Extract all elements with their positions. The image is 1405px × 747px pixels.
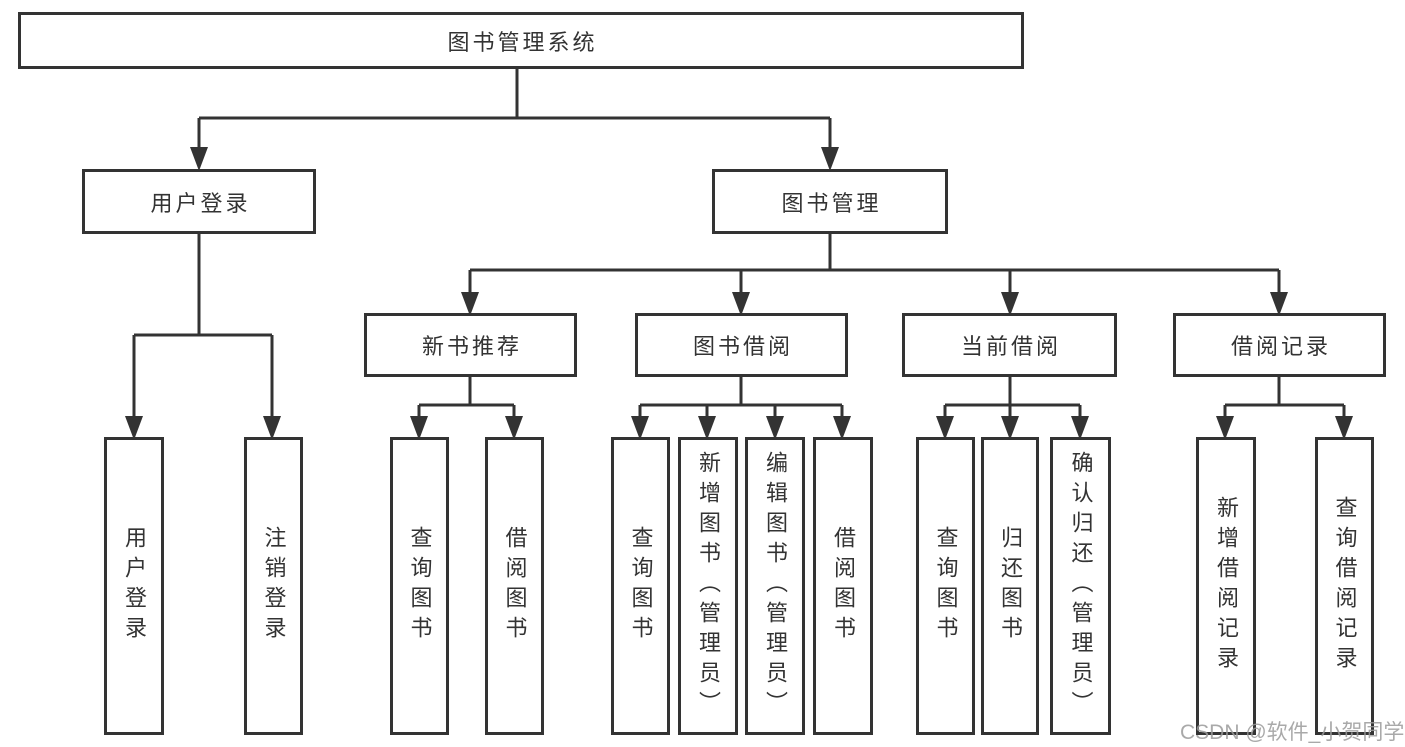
leaf-add-books-admin-label: 新增图书（管理员） bbox=[696, 451, 721, 721]
node-user-login-label: 用户登录 bbox=[150, 190, 251, 216]
leaf-add-borrow-record-label: 新增借阅记录 bbox=[1214, 496, 1239, 676]
leaf-logout: 注销登录 bbox=[244, 437, 303, 735]
connector-new-book-to-leaves bbox=[417, 377, 516, 419]
leaf-borrow-books-2: 借阅图书 bbox=[813, 437, 873, 735]
node-book-management-label: 图书管理 bbox=[781, 190, 882, 216]
leaf-return-books: 归还图书 bbox=[981, 437, 1039, 735]
arrowhead bbox=[821, 147, 839, 171]
connector-user-login-to-leaves bbox=[132, 233, 274, 419]
node-current-borrow-label: 当前借阅 bbox=[960, 334, 1061, 359]
leaf-query-books-2-label: 查询图书 bbox=[628, 526, 654, 646]
leaf-edit-books-admin: 编辑图书（管理员） bbox=[745, 437, 805, 735]
connector-book-management-to-sections bbox=[468, 233, 1281, 295]
leaf-borrow-books-1: 借阅图书 bbox=[485, 437, 544, 735]
leaf-logout-label: 注销登录 bbox=[261, 526, 287, 646]
leaf-query-borrow-record: 查询借阅记录 bbox=[1315, 437, 1374, 735]
node-borrow-records-label: 借阅记录 bbox=[1230, 334, 1331, 359]
leaf-query-books-2: 查询图书 bbox=[611, 437, 670, 735]
connector-root-to-level2 bbox=[197, 69, 832, 150]
node-user-login: 用户登录 bbox=[82, 169, 316, 234]
node-book-borrow: 图书借阅 bbox=[635, 313, 848, 377]
node-new-book-recommend: 新书推荐 bbox=[364, 313, 577, 377]
leaf-query-borrow-record-label: 查询借阅记录 bbox=[1332, 496, 1358, 676]
node-new-book-recommend-label: 新书推荐 bbox=[421, 334, 522, 359]
connector-borrow-records-to-leaves bbox=[1223, 377, 1346, 419]
leaf-add-borrow-record: 新增借阅记录 bbox=[1196, 437, 1256, 735]
leaf-borrow-books-1-label: 借阅图书 bbox=[502, 526, 528, 646]
node-current-borrow: 当前借阅 bbox=[902, 313, 1117, 377]
arrowhead bbox=[190, 147, 208, 171]
leaf-query-books-3-label: 查询图书 bbox=[933, 526, 959, 646]
leaf-edit-books-admin-label: 编辑图书（管理员） bbox=[763, 451, 788, 721]
connector-book-borrow-to-leaves bbox=[638, 377, 844, 419]
leaf-user-login-label: 用户登录 bbox=[122, 526, 147, 646]
node-root: 图书管理系统 bbox=[18, 12, 1024, 69]
leaf-add-books-admin: 新增图书（管理员） bbox=[678, 437, 738, 735]
leaf-query-books-1: 查询图书 bbox=[390, 437, 449, 735]
node-book-management: 图书管理 bbox=[712, 169, 948, 234]
node-root-label: 图书管理系统 bbox=[447, 29, 598, 55]
node-book-borrow-label: 图书借阅 bbox=[692, 334, 793, 359]
leaf-confirm-return-admin: 确认归还（管理员） bbox=[1050, 437, 1111, 735]
leaf-confirm-return-admin-label: 确认归还（管理员） bbox=[1068, 451, 1094, 721]
node-borrow-records: 借阅记录 bbox=[1173, 313, 1386, 377]
leaf-query-books-3: 查询图书 bbox=[916, 437, 975, 735]
connector-current-borrow-to-leaves bbox=[943, 377, 1082, 419]
csdn-watermark: CSDN @软件_小贺同学 bbox=[1180, 721, 1405, 744]
leaf-borrow-books-2-label: 借阅图书 bbox=[831, 526, 856, 646]
leaf-return-books-label: 归还图书 bbox=[998, 526, 1023, 646]
leaf-user-login: 用户登录 bbox=[104, 437, 164, 735]
leaf-query-books-1-label: 查询图书 bbox=[407, 526, 433, 646]
